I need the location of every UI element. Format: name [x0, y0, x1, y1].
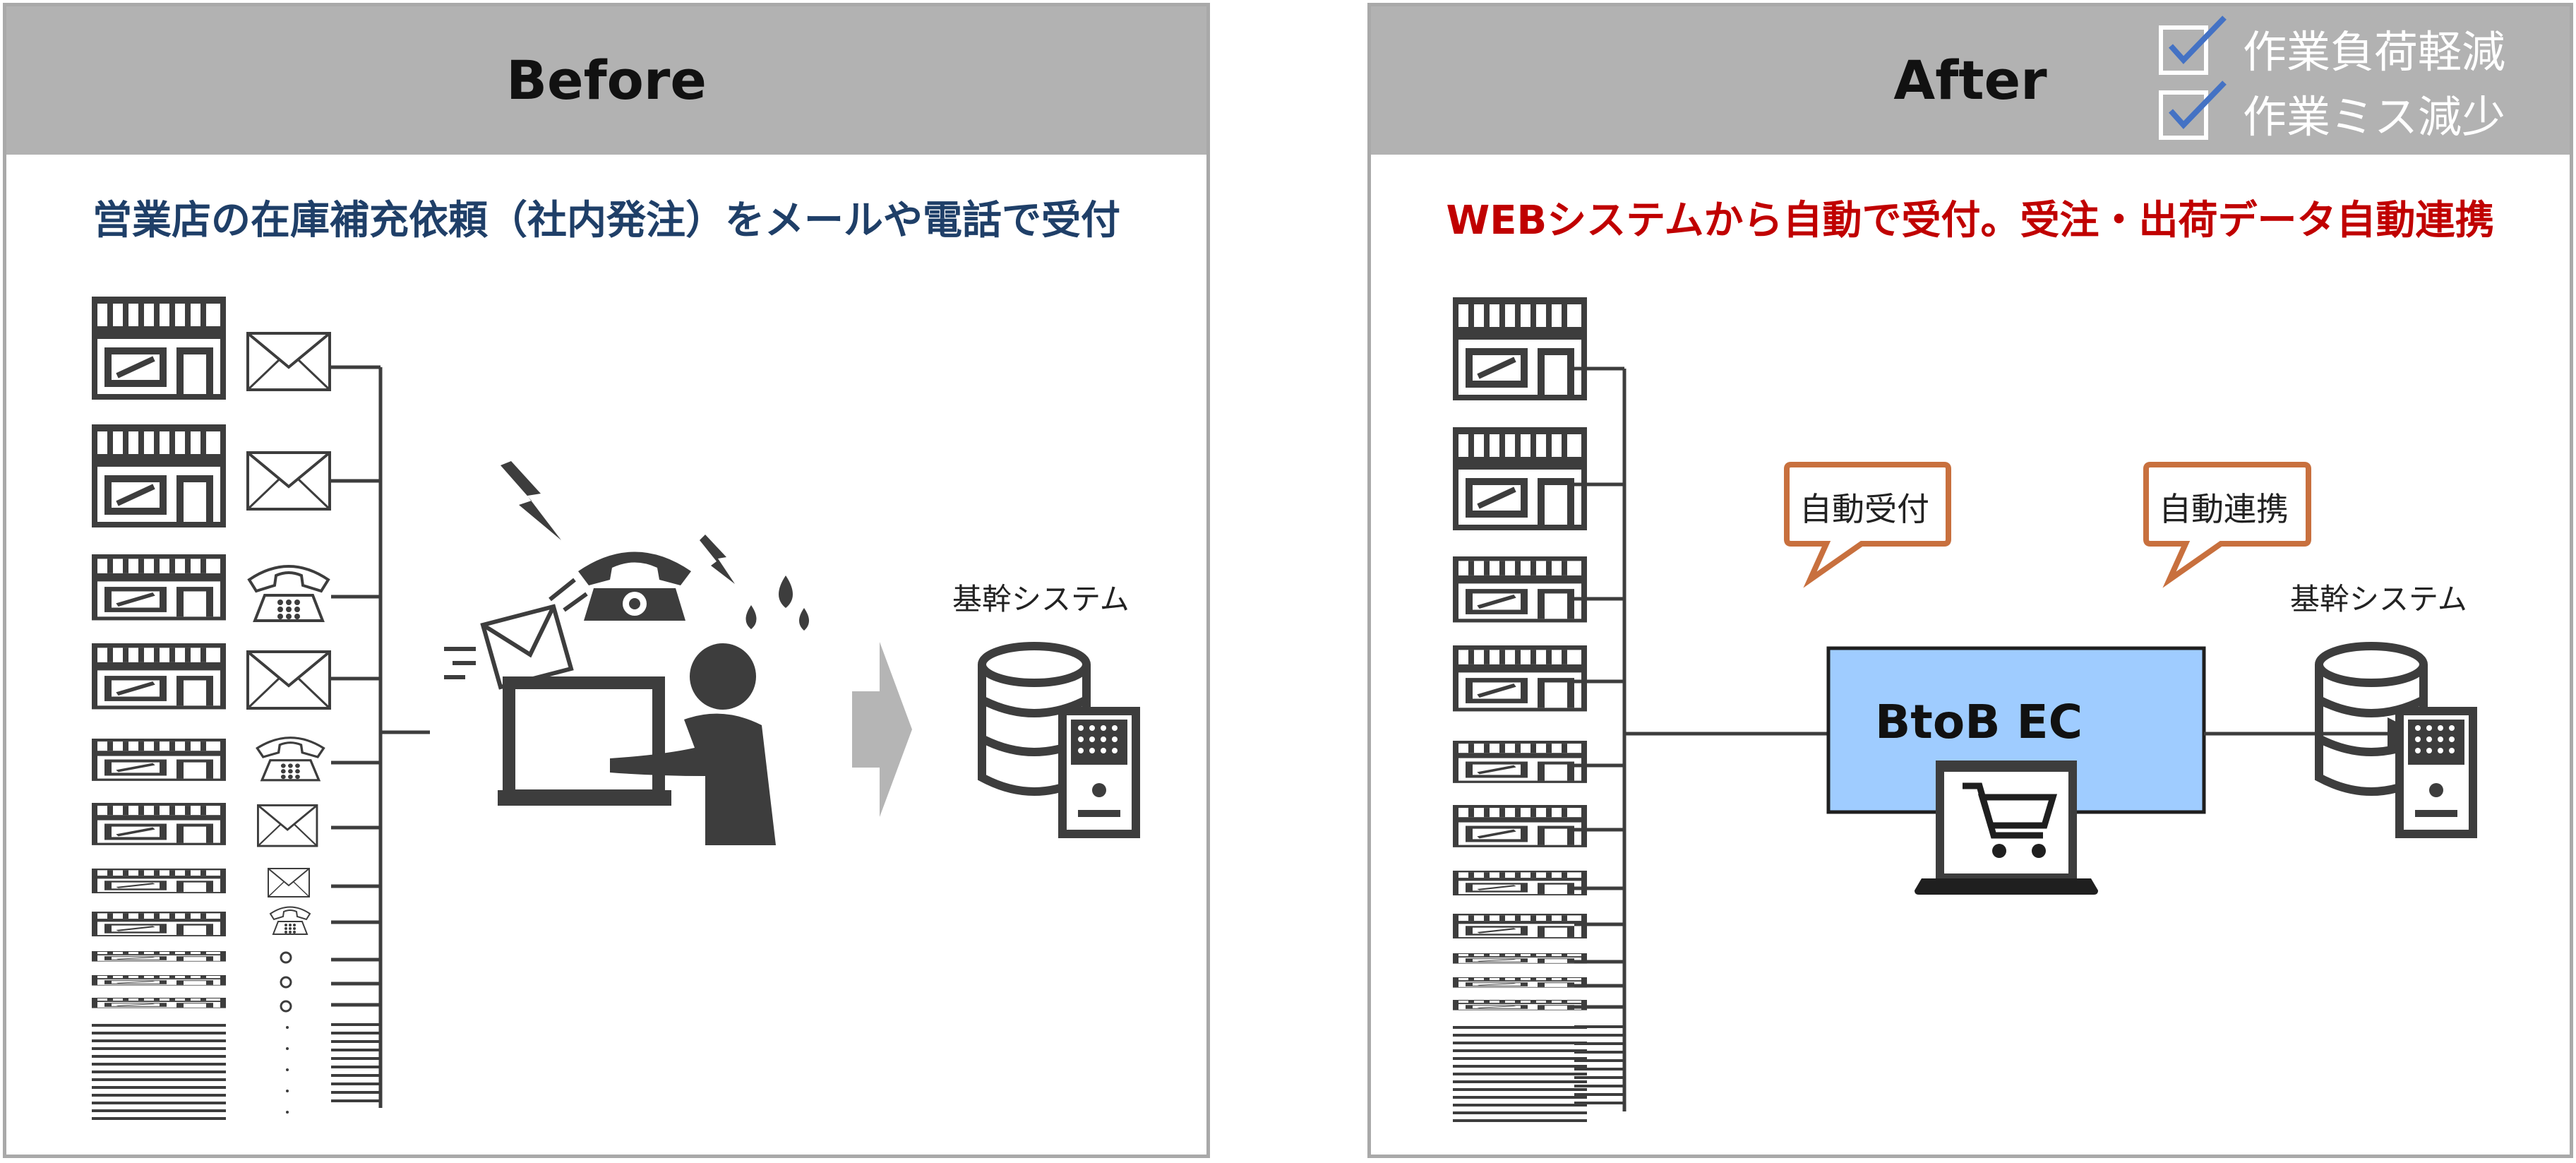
ellipsis-circles	[280, 951, 292, 1013]
busy-worker-illustration	[444, 461, 809, 845]
shop-icon	[1453, 977, 1587, 988]
ellipsis-dots	[286, 1026, 289, 1114]
sweat-drops	[745, 575, 809, 631]
shop-icon	[92, 869, 226, 893]
envelope-icon	[246, 451, 331, 511]
connector-ticks	[331, 1023, 381, 1102]
person-body	[610, 713, 776, 845]
shop-lines	[92, 1024, 226, 1120]
envelope-icon	[246, 650, 331, 710]
phone-icon	[270, 906, 311, 935]
shop-icon	[92, 554, 226, 620]
before-system-label: 基幹システム	[952, 582, 1130, 616]
shop-icon	[92, 739, 226, 781]
shop-icon	[1453, 297, 1587, 400]
shop-icon	[1453, 871, 1587, 895]
shop-icons	[1453, 297, 1587, 1122]
checkbox-icon	[2159, 16, 2227, 75]
shop-icon	[92, 998, 226, 1008]
laptop-screen	[503, 676, 665, 802]
lightning-icon	[700, 535, 735, 584]
shop-icon	[1453, 645, 1587, 711]
phone-icon	[256, 736, 325, 782]
desk-phone-icon	[578, 551, 691, 621]
speech-bubble-link	[2143, 462, 2311, 588]
envelope-icon	[268, 868, 310, 897]
shop-icon	[92, 912, 226, 936]
envelope-icon	[246, 332, 331, 391]
after-system-label: 基幹システム	[2290, 582, 2467, 616]
benefit-label: 作業ミス減少	[2243, 91, 2506, 143]
after-header: After 作業負荷軽減 作業ミス減少	[1371, 6, 2570, 155]
shop-icon	[1453, 1000, 1587, 1010]
shop-icon	[92, 643, 226, 709]
shop-icon	[92, 803, 226, 845]
database-icon	[2319, 646, 2473, 834]
shop-icon	[92, 951, 226, 962]
benefit-item: 作業ミス減少	[2157, 77, 2552, 143]
lightning-icon	[501, 461, 561, 540]
shop-icon	[1453, 953, 1587, 964]
laptop-cart-icon	[1915, 761, 2098, 895]
speech-bubble-receive	[1784, 462, 1951, 588]
before-header-title: Before	[506, 49, 707, 112]
connector-ticks	[1574, 1025, 1624, 1104]
checkbox-icon	[2159, 80, 2227, 140]
btob-ec-label: BtoB EC	[1875, 695, 2083, 749]
phone-icon	[248, 565, 330, 622]
bubble-link-label: 自動連携	[2159, 490, 2289, 528]
before-header: Before	[6, 6, 1206, 155]
shop-icon	[1453, 741, 1587, 783]
benefit-label: 作業負荷軽減	[2243, 26, 2506, 78]
benefit-item: 作業負荷軽減	[2157, 12, 2552, 78]
shop-icon	[92, 297, 226, 400]
shop-icon	[1453, 914, 1587, 938]
laptop-base	[498, 790, 671, 806]
before-subtitle: 営業店の在庫補充依頼（社内発注）をメールや電話で受付	[92, 198, 1120, 244]
shop-lines	[1453, 1026, 1587, 1122]
bubble-receive-label: 自動受付	[1799, 490, 1929, 528]
after-header-title: After	[1893, 49, 2047, 112]
process-arrow	[852, 642, 912, 817]
after-subtitle: WEBシステムから自動で受付。受注・出荷データ自動連携	[1446, 198, 2495, 244]
connector-lines	[1574, 366, 1828, 1111]
database-icon	[982, 646, 1136, 834]
flying-envelope-icon	[480, 604, 574, 690]
shop-icon	[92, 424, 226, 527]
benefits-list: 作業負荷軽減 作業ミス減少	[2157, 12, 2552, 143]
connector-lines	[331, 365, 430, 1108]
shop-icon	[1453, 427, 1587, 530]
before-panel: Before 営業店の在庫補充依頼（社内発注）をメールや電話で受付 基幹システム	[3, 3, 1210, 1158]
shop-icon	[1453, 805, 1587, 847]
shop-icons	[92, 297, 226, 1120]
after-panel: After 作業負荷軽減 作業ミス減少 WEBシステムから自動で受付。受注・出荷…	[1367, 3, 2573, 1158]
shop-icon	[1453, 556, 1587, 622]
person-head	[690, 643, 756, 710]
after-diagram	[1371, 6, 2570, 1122]
motion-lines	[444, 578, 588, 679]
before-diagram	[6, 6, 1206, 1120]
envelope-icon	[257, 804, 318, 847]
shop-icon	[92, 975, 226, 986]
